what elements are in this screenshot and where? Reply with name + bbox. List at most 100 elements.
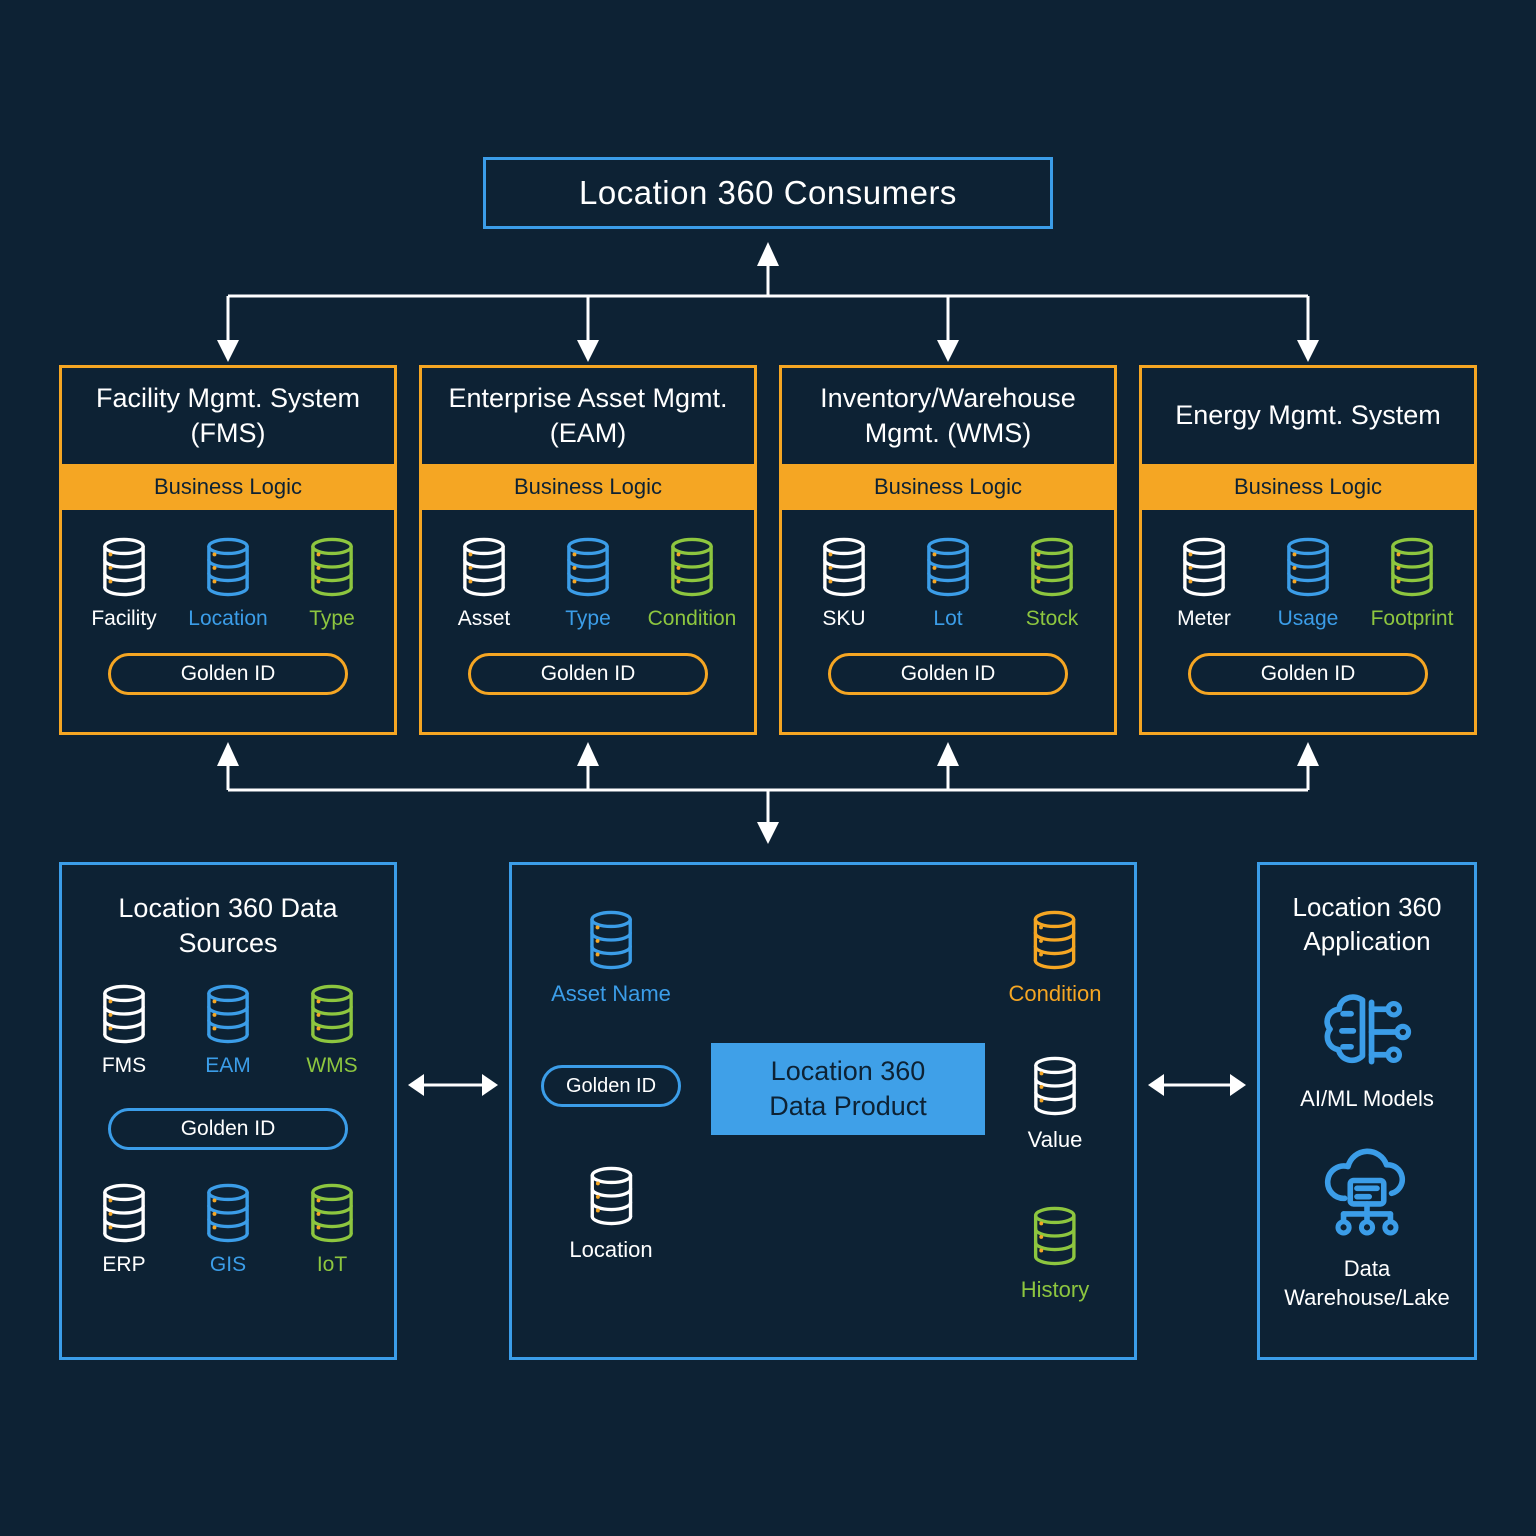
database-icon xyxy=(1027,1055,1083,1117)
database-label: IoT xyxy=(316,1253,348,1277)
database-item: Asset Name xyxy=(551,909,671,1007)
database-icon xyxy=(1176,536,1232,598)
database-label: Type xyxy=(565,607,611,630)
database-label: Location xyxy=(569,1237,653,1262)
database-icon xyxy=(200,536,256,598)
system-title: Facility Mgmt. System (FMS) xyxy=(95,382,361,448)
database-item: Facility xyxy=(72,536,176,631)
system-box-wms: Inventory/Warehouse Mgmt. (WMS) Business… xyxy=(779,365,1117,735)
database-item: IoT xyxy=(280,1182,384,1277)
application-box: Location 360 Application AI/ML Models Da… xyxy=(1257,862,1477,1360)
system-box-eam: Enterprise Asset Mgmt. (EAM) Business Lo… xyxy=(419,365,757,735)
database-label: ERP xyxy=(102,1253,146,1277)
system-box-energy: Energy Mgmt. System Business Logic Meter… xyxy=(1139,365,1477,735)
database-icon xyxy=(96,983,152,1045)
aiml-models-label: AI/ML Models xyxy=(1300,1085,1434,1111)
data-product-core: Location 360 Data Product xyxy=(711,1043,985,1135)
database-row: SKU Lot Stock xyxy=(782,510,1114,631)
golden-id-pill: Golden ID xyxy=(541,1065,681,1107)
system-title: Enterprise Asset Mgmt. (EAM) xyxy=(448,382,728,448)
database-row: Facility Location Type xyxy=(62,510,394,631)
database-icon xyxy=(1280,536,1336,598)
database-row: ERP GIS IoT xyxy=(62,1150,394,1277)
database-icon xyxy=(920,536,976,598)
database-label: History xyxy=(1020,1277,1090,1302)
database-label: GIS xyxy=(209,1253,247,1277)
system-title: Energy Mgmt. System xyxy=(1175,400,1441,431)
database-label: EAM xyxy=(205,1054,251,1078)
business-logic-bar: Business Logic xyxy=(1142,464,1474,510)
database-label: Facility xyxy=(91,607,157,630)
database-icon xyxy=(304,536,360,598)
database-row: Asset Type Condition xyxy=(422,510,754,631)
golden-id-pill: Golden ID xyxy=(108,653,348,695)
data-warehouse-label: Data Warehouse/Lake xyxy=(1284,1256,1450,1310)
database-icon xyxy=(583,909,639,971)
database-icon xyxy=(1027,909,1083,971)
database-label: Value xyxy=(1027,1127,1083,1152)
database-icon xyxy=(1384,536,1440,598)
database-item: Condition xyxy=(1008,909,1102,1007)
database-label: Stock xyxy=(1025,607,1079,630)
database-item: History xyxy=(1021,1205,1089,1303)
data-warehouse-cloud-icon xyxy=(1313,1147,1421,1243)
business-logic-bar: Business Logic xyxy=(62,464,394,510)
database-label: Footprint xyxy=(1370,607,1454,630)
database-item: Footprint xyxy=(1360,536,1464,631)
database-icon xyxy=(583,1165,639,1227)
database-label: Location xyxy=(188,607,268,630)
database-item: Lot xyxy=(896,536,1000,631)
database-label: Condition xyxy=(647,607,737,630)
database-item: Usage xyxy=(1256,536,1360,631)
system-title: Inventory/Warehouse Mgmt. (WMS) xyxy=(820,382,1076,448)
database-item: Value xyxy=(1027,1055,1083,1153)
database-label: Lot xyxy=(933,607,963,630)
database-icon xyxy=(1024,536,1080,598)
golden-id-pill: Golden ID xyxy=(468,653,708,695)
database-icon xyxy=(456,536,512,598)
database-item: WMS xyxy=(280,983,384,1078)
database-row: FMS EAM WMS xyxy=(62,961,394,1078)
database-item: EAM xyxy=(176,983,280,1078)
database-item: Meter xyxy=(1152,536,1256,631)
database-item: Type xyxy=(536,536,640,631)
consumers-box: Location 360 Consumers xyxy=(483,157,1053,229)
database-label: Condition xyxy=(1008,981,1102,1006)
database-item: Stock xyxy=(1000,536,1104,631)
database-item: Type xyxy=(280,536,384,631)
data-sources-title: Location 360 Data Sources xyxy=(118,893,338,959)
database-item: ERP xyxy=(72,1182,176,1277)
database-icon xyxy=(200,1182,256,1244)
database-icon xyxy=(200,983,256,1045)
data-sources-box: Location 360 Data Sources FMS EAM WMS Go… xyxy=(59,862,397,1360)
database-label: Meter xyxy=(1177,607,1231,630)
database-icon xyxy=(1027,1205,1083,1267)
business-logic-bar: Business Logic xyxy=(422,464,754,510)
database-row: Meter Usage Footprint xyxy=(1142,510,1474,631)
golden-id-pill: Golden ID xyxy=(828,653,1068,695)
consumers-title: Location 360 Consumers xyxy=(579,174,957,211)
database-label: SKU xyxy=(822,607,866,630)
database-item: Location xyxy=(569,1165,653,1263)
aiml-models-icon xyxy=(1319,991,1415,1073)
database-item: SKU xyxy=(792,536,896,631)
database-icon xyxy=(816,536,872,598)
database-icon xyxy=(304,1182,360,1244)
database-item: Asset xyxy=(432,536,536,631)
database-icon xyxy=(664,536,720,598)
database-item: GIS xyxy=(176,1182,280,1277)
database-label: Type xyxy=(309,607,355,630)
database-item: FMS xyxy=(72,983,176,1078)
database-icon xyxy=(96,1182,152,1244)
system-box-fms: Facility Mgmt. System (FMS) Business Log… xyxy=(59,365,397,735)
database-label: Usage xyxy=(1277,607,1339,630)
data-product-box: Asset Name Condition Golden ID Location … xyxy=(509,862,1137,1360)
application-title: Location 360 Application xyxy=(1292,892,1442,956)
database-item: Condition xyxy=(640,536,744,631)
golden-id-pill: Golden ID xyxy=(108,1108,348,1151)
golden-id-pill: Golden ID xyxy=(1188,653,1428,695)
database-label: Asset xyxy=(457,607,511,630)
database-icon xyxy=(304,983,360,1045)
database-label: Asset Name xyxy=(551,981,671,1006)
